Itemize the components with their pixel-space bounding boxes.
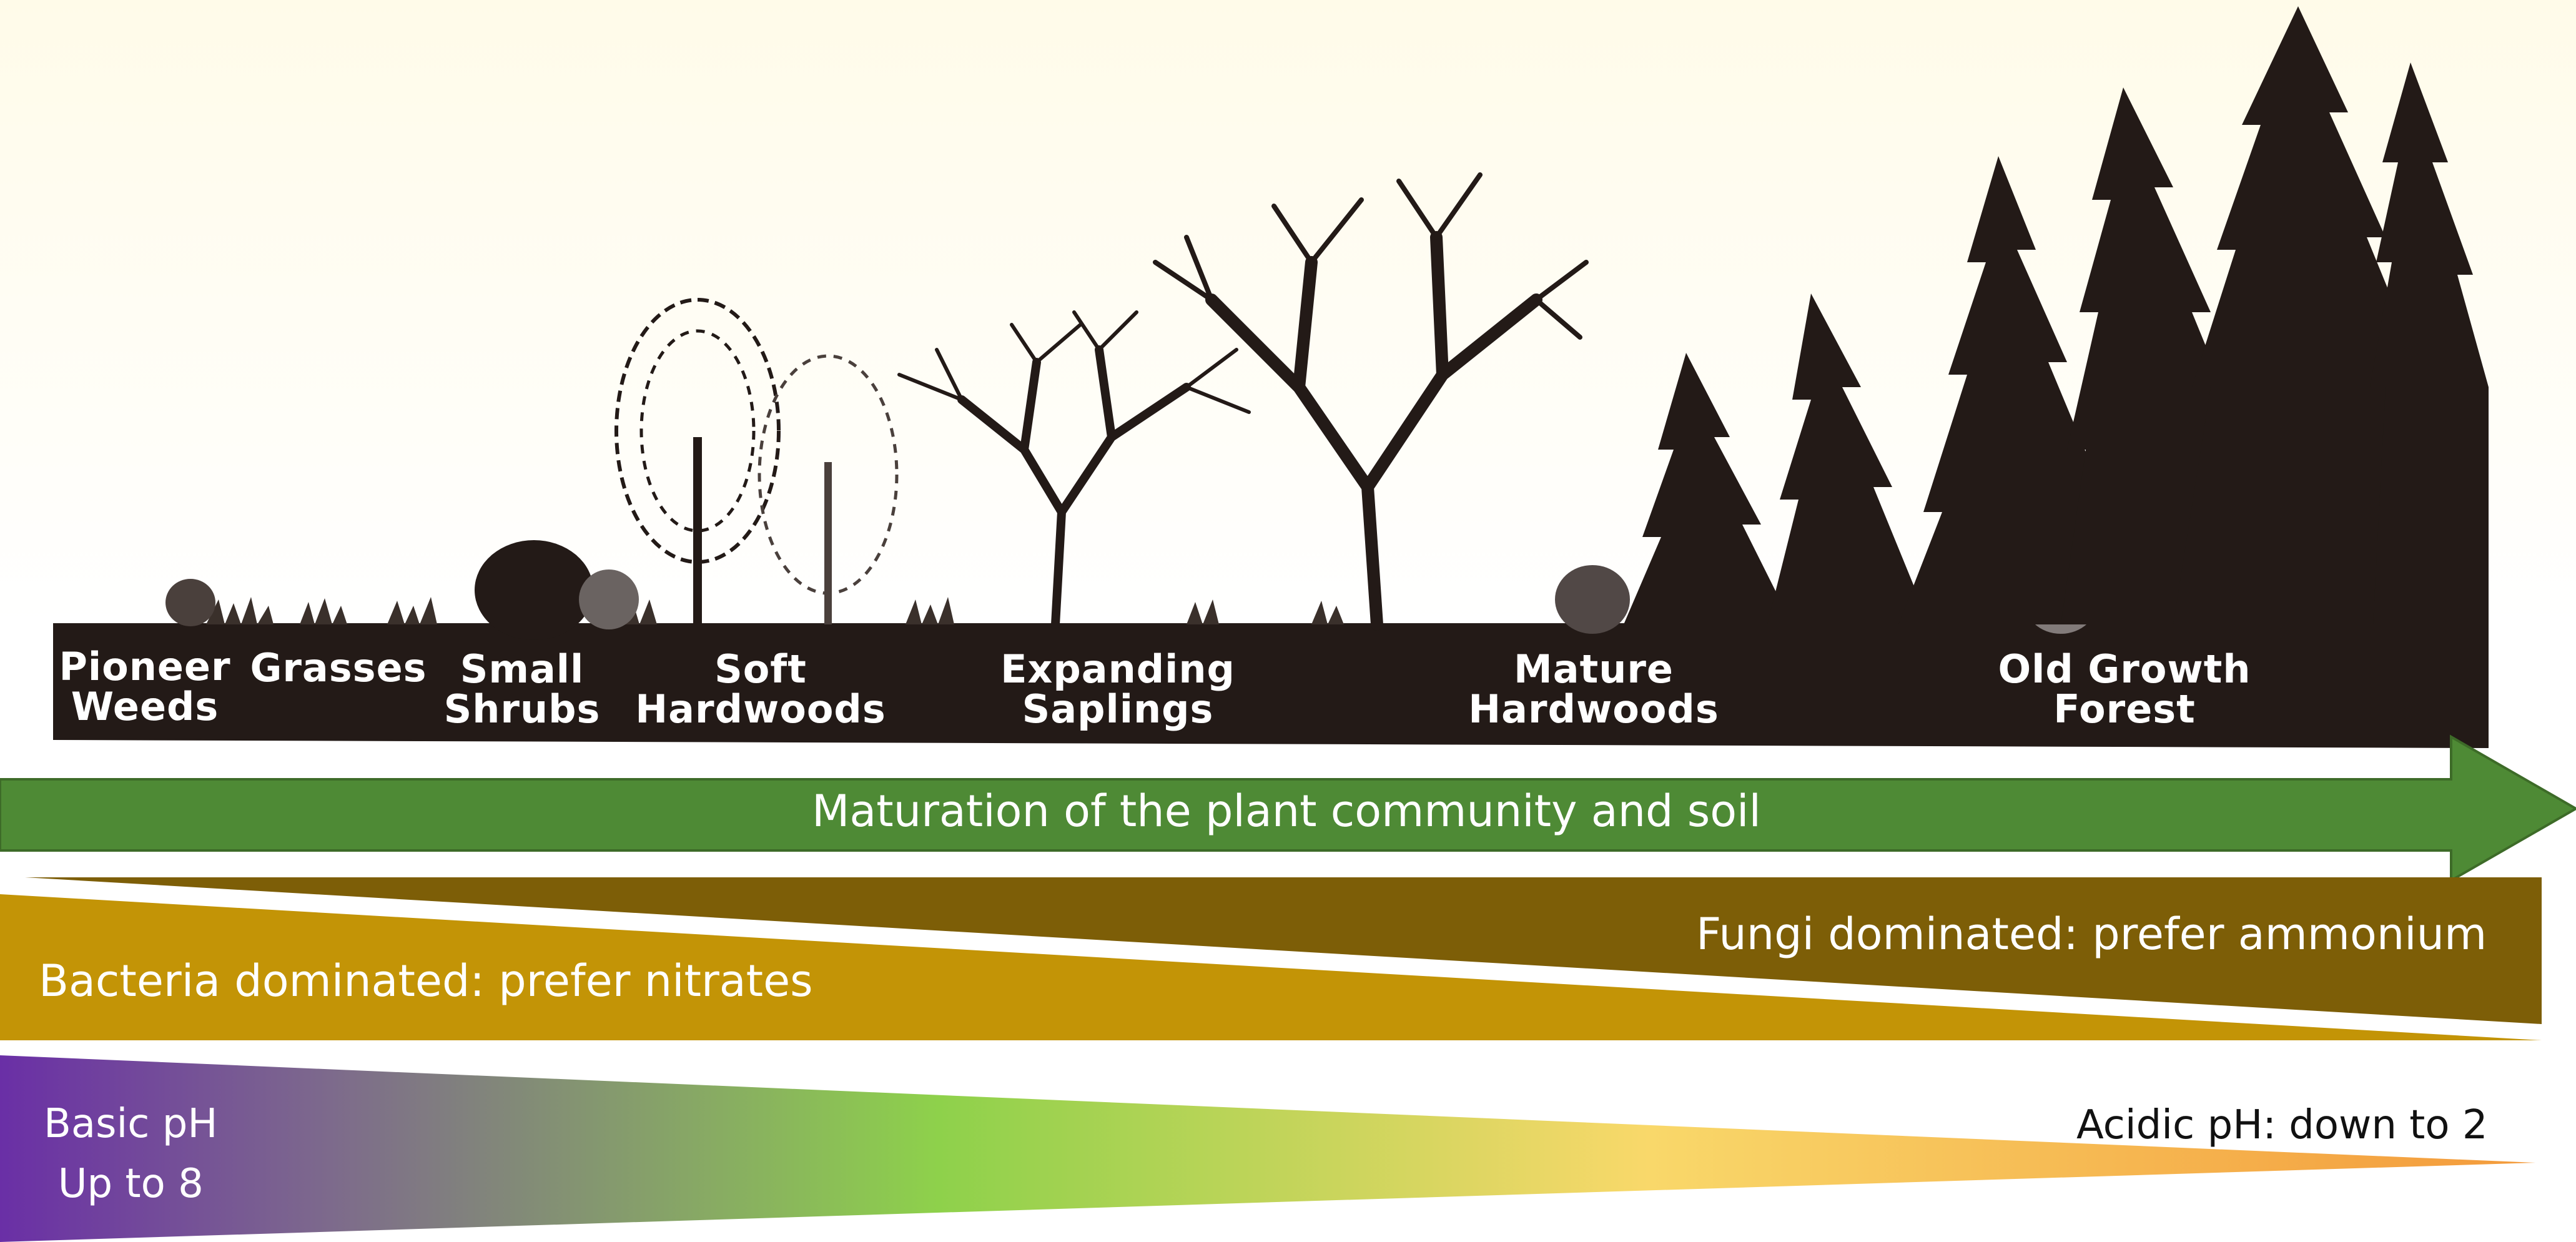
fungi-label: Fungi dominated: prefer ammonium (1696, 909, 2487, 960)
mature-hardwood-tree-icon (1153, 172, 1589, 631)
fungi-wedge (25, 877, 2542, 1024)
ground-band (53, 623, 2489, 748)
soft-hardwood-tree-icon (614, 298, 899, 624)
maturation-arrow (0, 734, 2576, 883)
acidic-ph-label: Acidic pH: down to 2 (2076, 1102, 2488, 1148)
pioneer-weed-icon (165, 579, 215, 626)
maturation-arrow-label: Maturation of the plant community and so… (812, 786, 1761, 837)
grass-tufts (206, 597, 1344, 624)
bacteria-wedge (0, 894, 2542, 1040)
mid-shrub-icon (1555, 565, 1630, 634)
sapling-tree-icon (897, 310, 1251, 629)
stage-label-grasses: Grasses (250, 645, 427, 691)
bacteria-label: Bacteria dominated: prefer nitrates (39, 955, 813, 1007)
old-growth-forest-icon (1898, 6, 2489, 624)
ph-gradient-wedge (0, 1055, 2535, 1242)
conifer-tree-icon (1624, 293, 1930, 624)
small-shrub-icon (475, 540, 639, 640)
